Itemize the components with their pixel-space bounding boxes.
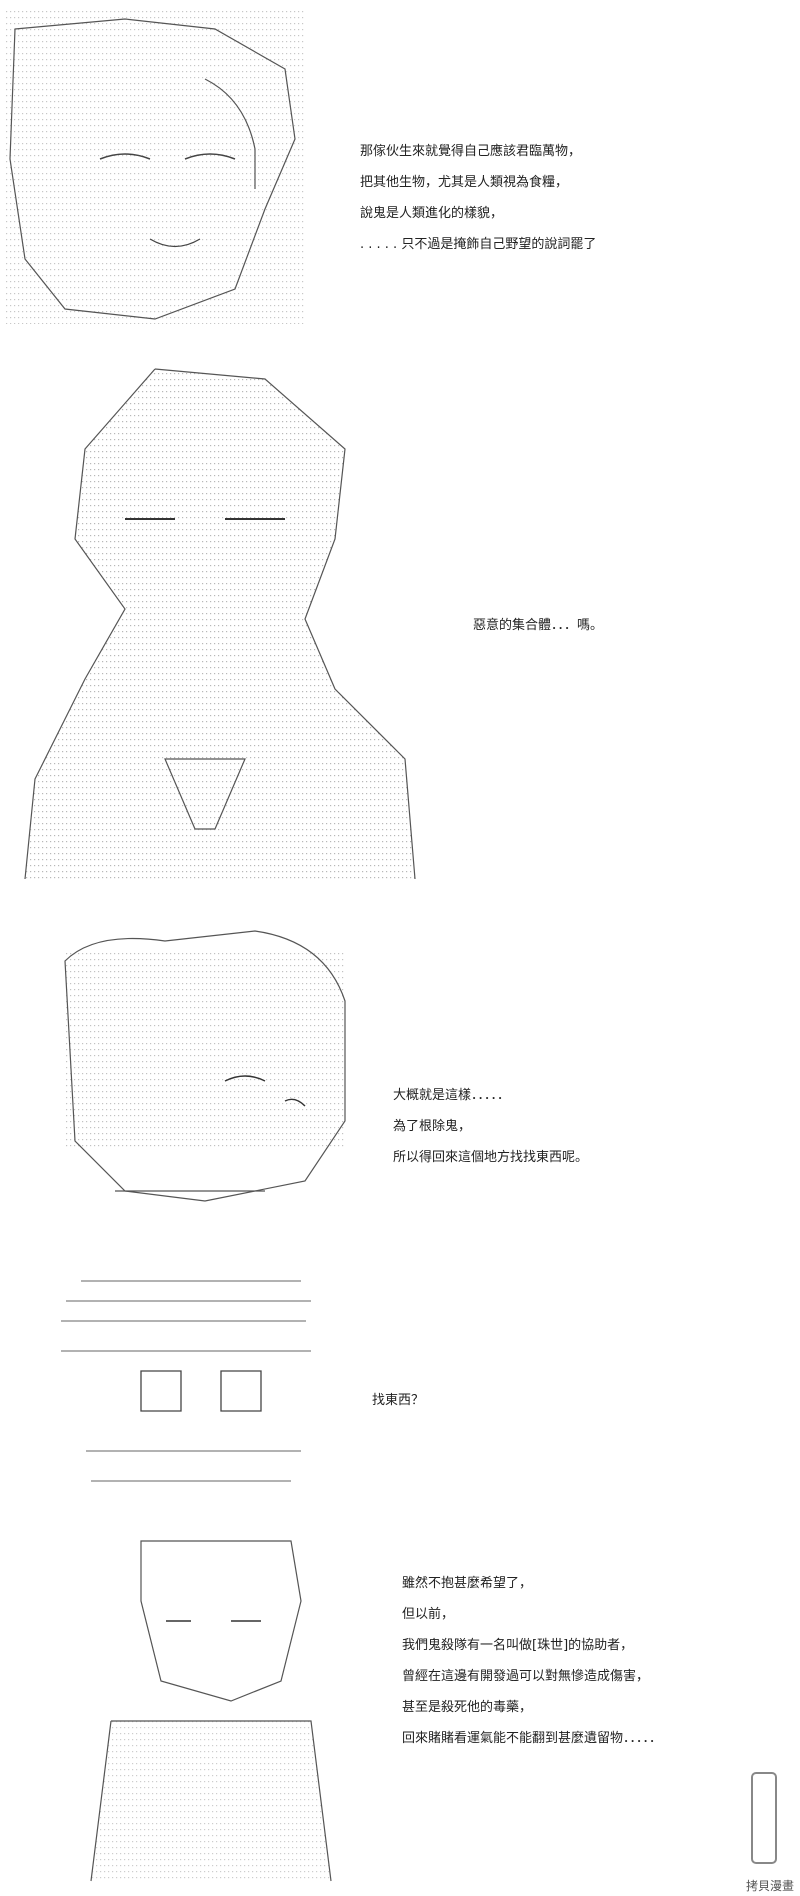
panel-3-caption: 大概就是這樣．．．．． 為了根除鬼， 所以得回來這個地方找找東西呢。 — [393, 1080, 588, 1173]
caption-line: 但以前， — [402, 1607, 455, 1622]
panel-2: 惡意的集合體．．．嗎。 — [0, 350, 800, 890]
caption-line: 說鬼是人類進化的樣貌， — [360, 206, 504, 221]
caption-line: 惡意的集合體．．．嗎。 — [473, 618, 604, 633]
ascii-art-character-1 — [4, 8, 306, 325]
ascii-art-character-4 — [50, 1270, 322, 1497]
panel-4: 找東西？ — [0, 1270, 800, 1500]
caption-line: 曾經在這邊有開發過可以對無慘造成傷害， — [402, 1669, 650, 1684]
ascii-art-character-2 — [4, 358, 418, 885]
caption-line: 那傢伙生來就覺得自己應該君臨萬物， — [360, 144, 582, 159]
panel-1-caption: 那傢伙生來就覺得自己應該君臨萬物， 把其他生物，尤其是人類視為食糧， 說鬼是人類… — [360, 136, 596, 260]
caption-line: . . . . . 只不過是掩飾自己野望的說詞罷了 — [360, 237, 597, 252]
watermark-text: 拷貝漫畫 — [745, 1879, 794, 1893]
caption-line: 把其他生物，尤其是人類視為食糧， — [360, 175, 569, 190]
panel-3: 大概就是這樣．．．．． 為了根除鬼， 所以得回來這個地方找找東西呢。 — [0, 920, 800, 1220]
caption-line: 所以得回來這個地方找找東西呢。 — [393, 1150, 589, 1165]
ascii-art-character-5 — [70, 1520, 352, 1892]
panel-1: 那傢伙生來就覺得自己應該君臨萬物， 把其他生物，尤其是人類視為食糧， 說鬼是人類… — [0, 0, 800, 330]
panel-5: 雖然不抱甚麼希望了， 但以前， 我們鬼殺隊有一名叫做[珠世]的協助者， 曾經在這… — [0, 1520, 800, 1896]
caption-line: 為了根除鬼， — [393, 1119, 472, 1134]
panel-2-caption: 惡意的集合體．．．嗎。 — [473, 610, 603, 641]
watermark-logo — [732, 1768, 792, 1888]
ascii-art-character-3 — [4, 920, 358, 1222]
caption-line: 甚至是殺死他的毒藥， — [402, 1700, 533, 1715]
caption-line: 大概就是這樣．．．．． — [393, 1088, 511, 1103]
caption-line: 雖然不抱甚麼希望了， — [402, 1576, 533, 1591]
caption-line: 找東西？ — [372, 1393, 425, 1408]
panel-5-caption: 雖然不抱甚麼希望了， 但以前， 我們鬼殺隊有一名叫做[珠世]的協助者， 曾經在這… — [402, 1568, 662, 1754]
panel-4-caption: 找東西？ — [372, 1385, 424, 1416]
caption-line: 我們鬼殺隊有一名叫做[珠世]的協助者， — [402, 1638, 634, 1653]
caption-line: 回來賭賭看運氣能不能翻到甚麼遺留物．．．．． — [402, 1731, 663, 1746]
